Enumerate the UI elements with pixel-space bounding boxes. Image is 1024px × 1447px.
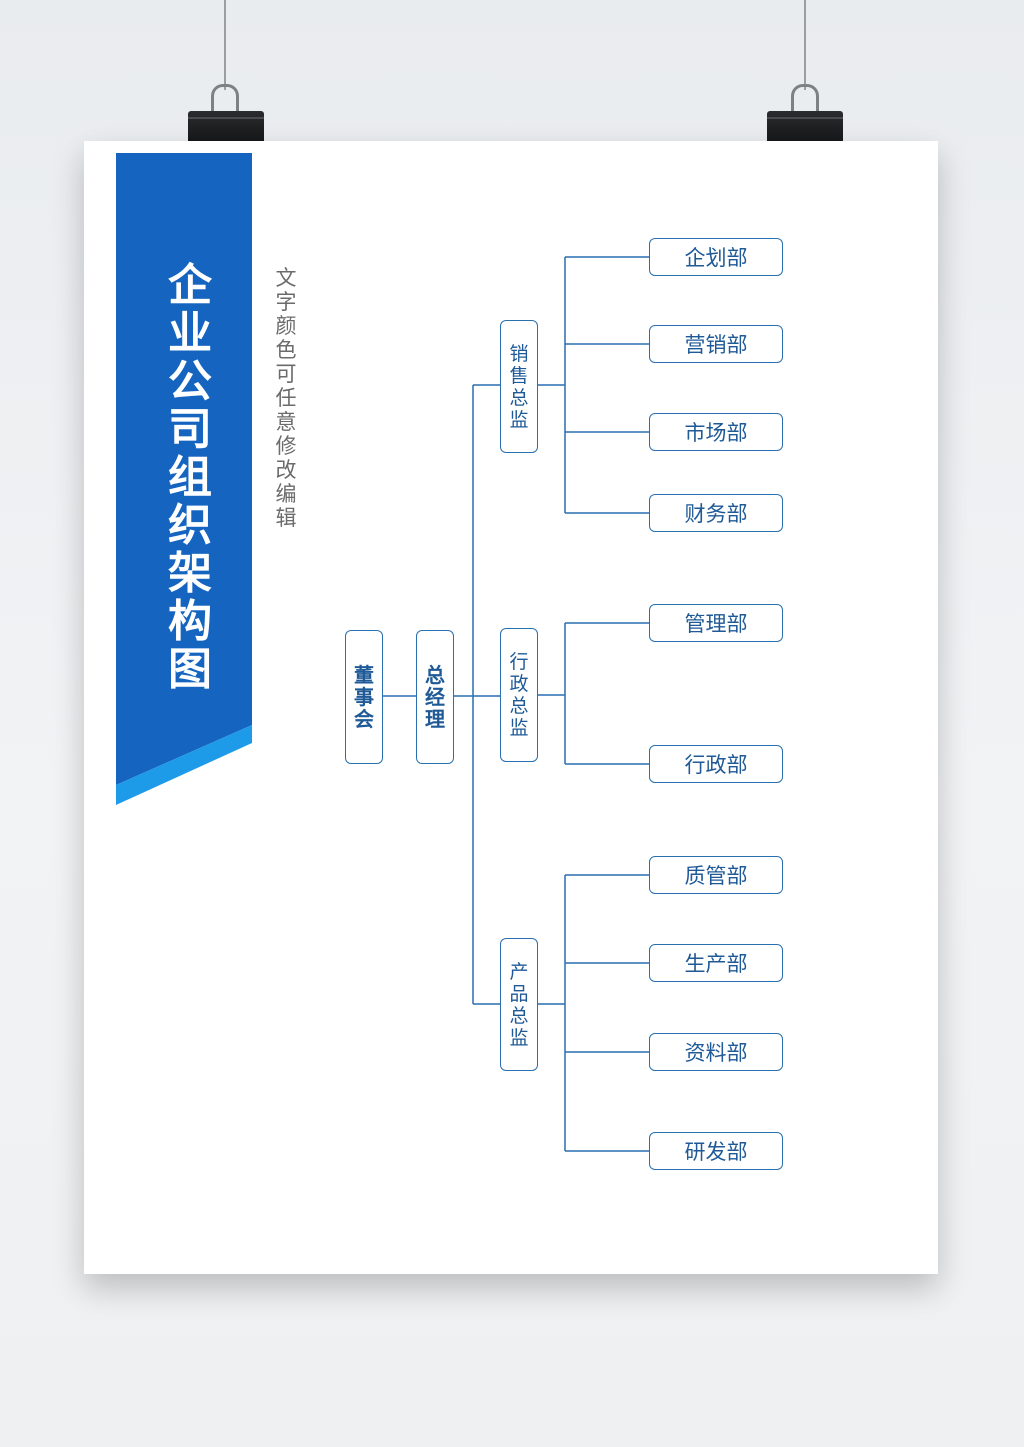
dept-quality: 质管部 xyxy=(649,856,783,894)
page-title: 企业公司组织架构图 xyxy=(168,260,212,695)
clip-ring-left xyxy=(211,84,239,113)
node-sales-director: 销售总监 xyxy=(500,320,538,453)
dept-management: 管理部 xyxy=(649,604,783,642)
dept-planning: 企划部 xyxy=(649,238,783,276)
dept-finance: 财务部 xyxy=(649,494,783,532)
dept-administration: 行政部 xyxy=(649,745,783,783)
dept-rnd: 研发部 xyxy=(649,1132,783,1170)
page-subtitle: 文字颜色可任意修改编辑 xyxy=(275,266,297,530)
node-admin-director: 行政总监 xyxy=(500,628,538,762)
title-banner xyxy=(116,153,252,805)
node-board: 董事会 xyxy=(345,630,383,764)
clip-ring-right xyxy=(791,84,819,113)
node-product-director: 产品总监 xyxy=(500,938,538,1071)
hanging-string-left xyxy=(224,0,226,90)
dept-market: 市场部 xyxy=(649,413,783,451)
dept-marketing: 营销部 xyxy=(649,325,783,363)
dept-production: 生产部 xyxy=(649,944,783,982)
dept-documentation: 资料部 xyxy=(649,1033,783,1071)
hanging-string-right xyxy=(804,0,806,90)
node-general-manager: 总经理 xyxy=(416,630,454,764)
